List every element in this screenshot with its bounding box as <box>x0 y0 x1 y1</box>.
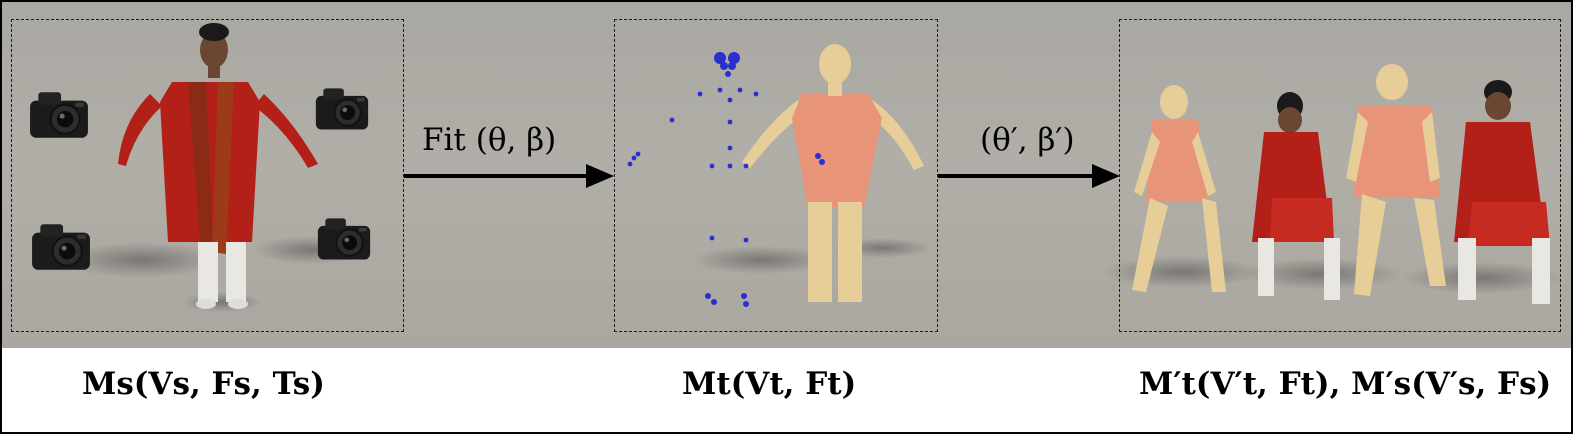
clothed-avatar <box>118 23 318 309</box>
pose-arrow <box>938 164 1120 188</box>
posed-avatar-2 <box>1454 80 1550 304</box>
keypoints <box>627 52 825 307</box>
fit-label: Fit (θ, β) <box>422 122 557 158</box>
results-panel-border <box>1119 19 1561 332</box>
smpl-body <box>742 44 924 302</box>
results-caption: M′t(V′t, Ft), M′s(V′s, Fs) <box>1139 366 1552 402</box>
template-body-panel <box>627 44 932 307</box>
posed-body-1 <box>1132 85 1226 292</box>
source-panel-border <box>11 19 404 332</box>
scene-illustration <box>29 23 1562 312</box>
source-caption: Ms(Vs, Fs, Ts) <box>82 366 325 402</box>
posed-body-2 <box>1346 64 1446 296</box>
posed-avatar-1 <box>1252 92 1340 300</box>
template-caption: Mt(Vt, Ft) <box>682 366 857 402</box>
pose-label: (θ′, β′) <box>980 122 1075 158</box>
template-panel-border <box>614 19 938 332</box>
source-avatar-panel <box>29 23 372 312</box>
fit-arrow <box>404 164 614 188</box>
posed-results-panel <box>1102 64 1562 304</box>
